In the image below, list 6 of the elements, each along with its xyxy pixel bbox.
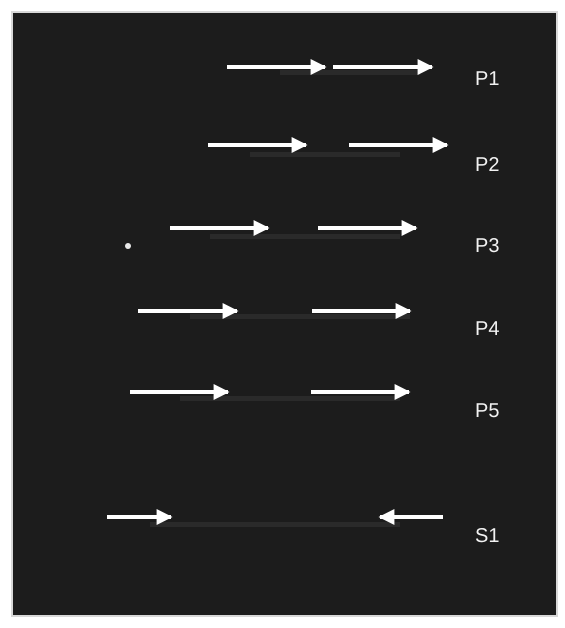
- lane-label: S1: [475, 525, 500, 547]
- lane-label: P5: [475, 400, 500, 422]
- lane-label: P2: [475, 154, 500, 176]
- lane-label: P1: [475, 68, 500, 90]
- lane-label: P4: [475, 318, 500, 340]
- lane-label: P3: [475, 235, 500, 257]
